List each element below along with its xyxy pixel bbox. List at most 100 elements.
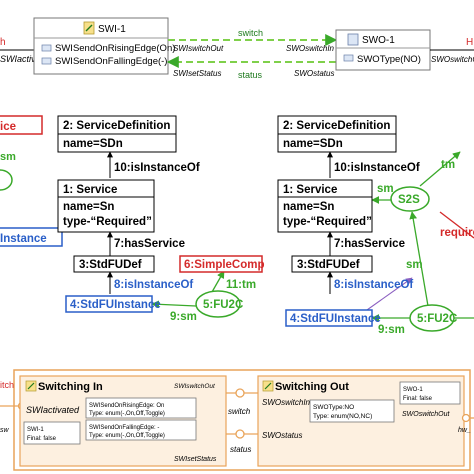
fragment-fuinstance-text: Instance (0, 233, 47, 245)
r-node-service[interactable]: 1: Service name=Sn type-“Required” (277, 179, 373, 233)
label-isinstanceof-8: 8:isInstanceOf (114, 279, 193, 291)
r-edge-required (439, 211, 474, 239)
swo-block[interactable]: SWO-1 SWOType(NO) (335, 29, 431, 71)
swi-instance-prop: Final: false (27, 436, 57, 442)
stdfudef-title: 3:StdFUDef (79, 259, 142, 271)
node-service[interactable]: 1: Service name=Sn type-“Required” (57, 179, 155, 233)
r-edge-sm-fu2c (409, 211, 429, 307)
r-node-s2s[interactable]: S2S (390, 186, 430, 212)
r-label-sm-a: sm (377, 183, 394, 195)
swo-instance-title: SWO-1 (403, 387, 423, 393)
label-isinstanceof-10: 10:isInstanceOf (114, 162, 200, 174)
right-port-label: H (466, 37, 473, 48)
r-label-tm: tm (441, 159, 455, 171)
simplecomp-title: 6:SimpleComp (184, 259, 265, 271)
r-label-sm9: 9:sm (378, 324, 405, 336)
r-label-isinstanceof-10: 10:isInstanceOf (334, 162, 420, 174)
right-signal-label: SWOswitchOut (431, 55, 474, 64)
swi-op-name-1: SWISendOnFallingEdge: - (89, 425, 159, 431)
switching-out-icon (262, 380, 274, 392)
node-fu2c[interactable]: 5:FU2C (195, 290, 243, 318)
swi-row-0: SWISendOnRisingEdge(On) (55, 43, 175, 54)
bottom-right-port (461, 413, 471, 423)
node-stdfuinstance[interactable]: 4:StdFUInstance (65, 295, 161, 313)
node-servicedefinition[interactable]: 2: ServiceDefinition name=SDn (57, 115, 177, 153)
swo-status-port: SWOstatus (294, 69, 334, 78)
switching-out-out-port: SWOswitchOut (402, 411, 451, 418)
r-node-fu2c[interactable]: 5:FU2C (409, 304, 457, 332)
r-edge-tm (419, 151, 461, 187)
swo-type-box[interactable]: SWOType:NO Type: enum(NO,NC) (309, 399, 395, 423)
label-tm: 11:tm (226, 279, 256, 291)
switching-out-in-port: SWOswitchIn (262, 398, 311, 407)
swo-row-icon (343, 54, 354, 62)
status-arrow-label: status (238, 70, 263, 80)
r-label-isinstanceof-8: 8:isInstanceOf (334, 279, 413, 291)
r-node-stdfudef[interactable]: 3:StdFUDef (291, 255, 373, 273)
swi-title: SWI-1 (98, 24, 126, 35)
switch-icon (83, 21, 95, 35)
stdfuinstance-title: 4:StdFUInstance (70, 299, 161, 311)
swo-title: SWO-1 (362, 35, 395, 46)
swi-setstatus-port: SWIsetStatus (173, 69, 221, 78)
bottom-left-fragment: itch (0, 380, 14, 390)
r-fu2c-title: 5:FU2C (417, 313, 457, 325)
node-stdfudef[interactable]: 3:StdFUDef (73, 255, 155, 273)
switching-out-status-port: SWOstatus (262, 431, 302, 440)
fragment-fuinstance-box (0, 227, 63, 247)
r-stdfudef-title: 3:StdFUDef (297, 259, 360, 271)
swo-instance-box[interactable]: SWO-1 Final: false (399, 381, 461, 405)
swi-block[interactable]: SWI-1 SWISendOnRisingEdge(On) SWISendOnF… (33, 17, 175, 75)
fragment-service-text: ice (0, 121, 16, 133)
r-label-required: required (440, 227, 474, 239)
bottom-switch-port (235, 388, 245, 398)
bottom-left-sig: sw (0, 427, 10, 434)
r-node-stdfuinstance[interactable]: 4:StdFUInstance (285, 309, 381, 327)
swi-switchout-port: SWIswitchOut (173, 44, 224, 53)
swi-op-box-0[interactable]: SWISendOnRisingEdge: On Type: enum(-,On,… (85, 397, 197, 419)
servicedefinition-title: 2: ServiceDefinition (63, 120, 170, 132)
bottom-status-label: status (230, 445, 251, 454)
switching-in-block[interactable]: Switching In SWIswitchOut SWIactivated S… (19, 375, 227, 467)
service-type: type-“Required” (63, 216, 152, 228)
r-servicedefinition-name: name=SDn (283, 138, 343, 150)
r-label-sm-b: sm (406, 259, 423, 271)
swi-instance-title: SWI-1 (27, 427, 44, 433)
r-node-servicedefinition[interactable]: 2: ServiceDefinition name=SDn (277, 115, 397, 153)
bottom-panel: itch sw Switching In SWIswitchOut SWIact… (0, 369, 474, 471)
label-sm: 9:sm (170, 311, 197, 323)
swo-instance-prop: Final: false (403, 396, 433, 402)
service-name: name=Sn (63, 201, 114, 213)
fragment-service-box (0, 115, 43, 135)
switching-in-left-port: SWIactivated (26, 405, 80, 415)
left-port-label: h (0, 37, 6, 48)
r-label-hasservice: 7:hasService (334, 238, 405, 250)
r-service-type: type-“Required” (283, 216, 372, 228)
swo-type-type: Type: enum(NO,NC) (313, 413, 372, 420)
fragment-sm-text: sm (0, 151, 16, 163)
top-wiring: h SWIactivated SWI-1 SWISendOnRisingEdge… (0, 17, 474, 80)
swi-instance-box[interactable]: SWI-1 Final: false (23, 421, 81, 445)
r-servicedefinition-title: 2: ServiceDefinition (283, 120, 390, 132)
switching-in-status-port: SWIsetStatus (174, 456, 217, 463)
servicedefinition-name: name=SDn (63, 138, 123, 150)
swi-row-icon (41, 44, 52, 65)
r-service-name: name=Sn (283, 201, 334, 213)
bottom-right-fragment: hw_ (458, 427, 471, 434)
switching-in-title: Switching In (38, 381, 103, 393)
right-graph: 2: ServiceDefinition name=SDn 10:isInsta… (277, 115, 474, 336)
swi-op-type-0: Type: enum(-,On,Off,Toggle) (89, 411, 165, 417)
node-simplecomp[interactable]: 6:SimpleComp (179, 255, 265, 273)
switch-arrow-label: switch (238, 28, 263, 38)
switching-out-block[interactable]: Switching Out SWOswitchIn SWOType:NO Typ… (257, 375, 465, 467)
left-graph: 2: ServiceDefinition name=SDn 10:isInsta… (57, 115, 265, 323)
r-stdfuinstance-title: 4:StdFUInstance (290, 313, 381, 325)
switching-in-icon (25, 380, 37, 392)
edge-tm (211, 270, 225, 293)
swi-op-name-0: SWISendOnRisingEdge: On (89, 403, 164, 409)
label-hasservice: 7:hasService (114, 238, 185, 250)
edge-sm (151, 300, 197, 309)
swo-icon (347, 33, 359, 46)
swi-op-box-1[interactable]: SWISendOnFallingEdge: - Type: enum(-,On,… (85, 419, 197, 441)
